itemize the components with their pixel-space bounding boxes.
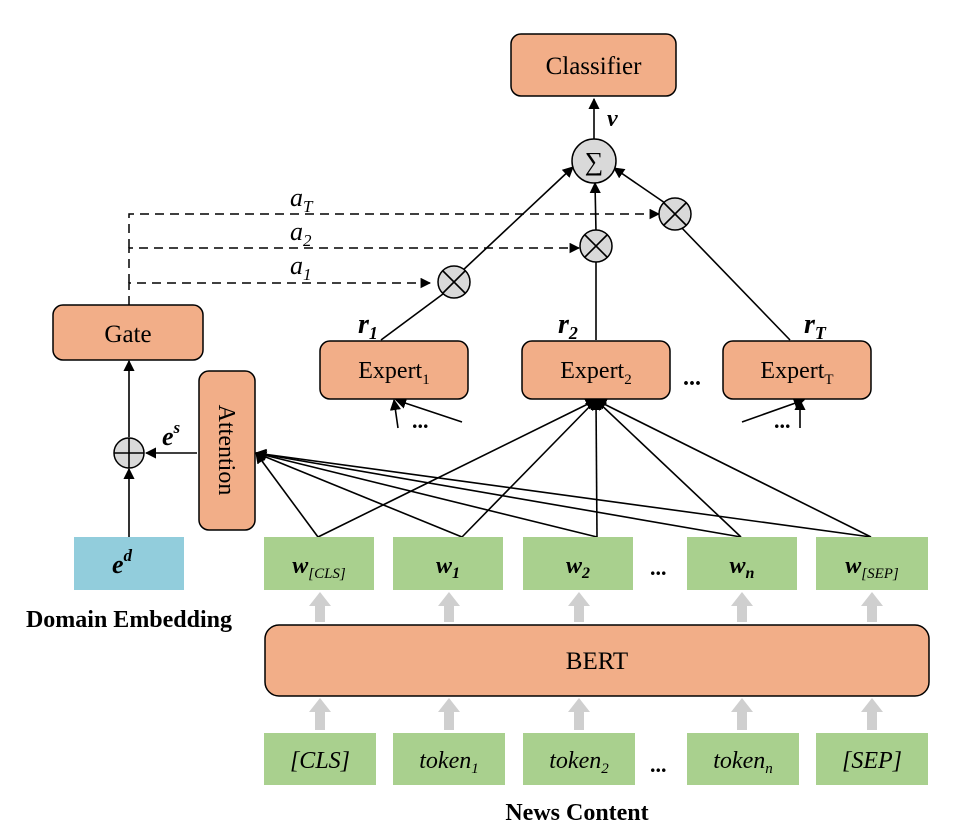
expert-box-T: ExpertT	[722, 340, 872, 400]
bert-box: BERT	[264, 624, 930, 697]
r-label-1: r1	[358, 309, 378, 343]
expert-box-1: Expert1	[319, 340, 469, 400]
gate-weight-label-1: a1	[290, 251, 312, 284]
word-vector-1: w1	[393, 537, 503, 590]
bert-output-arrows	[309, 592, 883, 622]
gate-weight-lines	[128, 208, 661, 305]
gate-weight-label-2: a2	[290, 217, 312, 250]
expert1-input-ellipsis: ...	[412, 408, 429, 433]
token-1: token1	[393, 733, 505, 785]
svg-text:token1: token1	[419, 748, 478, 777]
r-label-2: r2	[558, 309, 578, 343]
token-n: tokenn	[687, 733, 799, 785]
svg-text:[SEP]: [SEP]	[842, 748, 902, 774]
svg-text:token2: token2	[549, 748, 609, 777]
ed-label: ed	[112, 546, 133, 579]
news-content-caption: News Content	[505, 800, 648, 826]
word-vector-ellipsis: ...	[650, 555, 667, 580]
token-2: token2	[523, 733, 635, 785]
classifier-label: Classifier	[546, 53, 642, 80]
word-vector-n: wn	[687, 537, 797, 590]
bert-label: BERT	[566, 648, 628, 675]
word-vector-2: w2	[523, 537, 633, 590]
expert-ellipsis: ...	[683, 365, 701, 391]
r-label-T: rT	[804, 309, 827, 343]
token-sep: [SEP]	[816, 733, 928, 785]
expert-label-T: ExpertT	[760, 358, 833, 388]
connector-lines	[123, 97, 872, 538]
multiply-node-2	[579, 229, 613, 263]
expert-label-2: Expert2	[560, 358, 631, 388]
token-input-arrows	[309, 698, 883, 730]
expert-label-1: Expert1	[358, 358, 429, 388]
attention-box: Attention	[198, 370, 256, 531]
svg-text:w2: w2	[566, 553, 590, 582]
gate-weight-label-T: aT	[290, 183, 314, 216]
svg-text:[CLS]: [CLS]	[290, 748, 350, 774]
es-label: es	[162, 418, 181, 451]
sum-icon: ∑	[585, 147, 604, 176]
add-node	[113, 437, 145, 469]
svg-text:tokenn: tokenn	[713, 748, 772, 777]
word-vector-cls: w[CLS]	[264, 537, 374, 590]
word-vector-sep: w[SEP]	[816, 537, 928, 590]
expert-box-2: Expert2	[521, 340, 671, 400]
token-cls: [CLS]	[264, 733, 376, 785]
domain-embedding-caption: Domain Embedding	[26, 607, 232, 633]
multiply-node-1	[437, 265, 471, 299]
svg-text:w[CLS]: w[CLS]	[292, 553, 346, 582]
svg-text:wn: wn	[730, 553, 755, 582]
svg-text:w[SEP]: w[SEP]	[845, 553, 899, 582]
attention-label: Attention	[213, 405, 239, 496]
v-label: v	[607, 106, 618, 132]
expertT-input-ellipsis: ...	[774, 408, 791, 433]
token-ellipsis: ...	[650, 752, 667, 777]
sum-node: ∑	[571, 138, 617, 184]
classifier-box: Classifier	[510, 33, 677, 97]
domain-embedding-box: ed	[74, 537, 184, 590]
multiply-node-T	[658, 197, 692, 231]
gate-box: Gate	[52, 304, 204, 361]
gate-label: Gate	[104, 321, 151, 348]
svg-text:w1: w1	[436, 553, 460, 582]
